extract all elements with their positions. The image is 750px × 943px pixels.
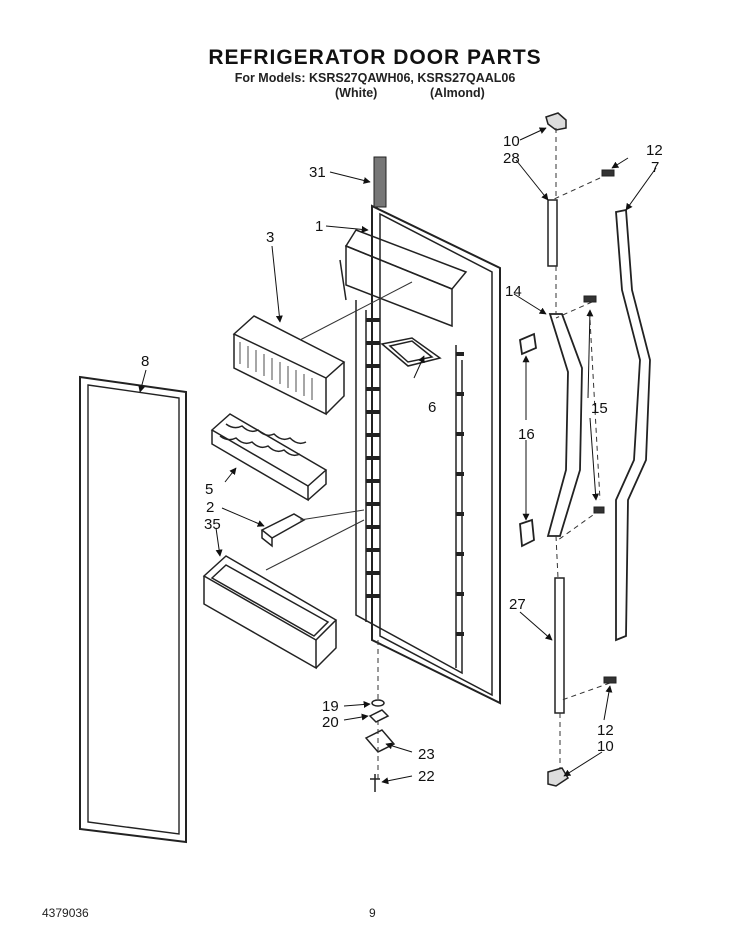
callout-labels: 10 28 12 7 31 1 3 14 6 8 16 15 5 2 35 27… bbox=[141, 133, 663, 785]
callout-14: 14 bbox=[505, 283, 522, 300]
callout-20: 20 bbox=[322, 714, 339, 731]
dairy-compartment bbox=[232, 315, 346, 416]
door-bin bbox=[202, 555, 338, 670]
egg-tray bbox=[210, 413, 328, 502]
callout-arrows bbox=[138, 127, 657, 785]
handle-trim bbox=[615, 208, 651, 642]
model-list: For Models: KSRS27QAWH06, KSRS27QAAL06 bbox=[234, 71, 516, 85]
shelf-clip bbox=[260, 513, 306, 548]
liner-shelf-ribs bbox=[366, 318, 464, 636]
callout-16: 16 bbox=[518, 426, 535, 443]
callout-28: 28 bbox=[503, 150, 520, 167]
bottom-hinge-parts bbox=[364, 699, 396, 792]
top-bar bbox=[373, 156, 387, 208]
door-gasket bbox=[79, 375, 187, 844]
callout-27: 27 bbox=[509, 596, 526, 613]
callout-8: 8 bbox=[141, 353, 149, 370]
page-number: 9 bbox=[369, 906, 376, 920]
variant-white-label: (White) bbox=[335, 86, 378, 100]
leader-lines bbox=[265, 281, 413, 571]
callout-15: 15 bbox=[591, 400, 608, 417]
callout-19: 19 bbox=[322, 698, 339, 715]
callout-3: 3 bbox=[266, 229, 274, 246]
callout-1: 1 bbox=[315, 218, 323, 235]
callout-22: 22 bbox=[418, 768, 435, 785]
document-number: 4379036 bbox=[42, 906, 89, 920]
callout-2: 2 bbox=[206, 499, 214, 516]
hinge-brackets bbox=[545, 112, 570, 787]
callout-6: 6 bbox=[428, 399, 436, 416]
door-liner bbox=[339, 204, 501, 705]
variant-almond-label: (Almond) bbox=[430, 86, 485, 100]
screws bbox=[583, 169, 617, 684]
callout-12-top: 12 bbox=[646, 142, 663, 159]
callout-35: 35 bbox=[204, 516, 221, 533]
dairy-door bbox=[380, 337, 442, 367]
alignment-lines bbox=[377, 128, 611, 780]
callout-12-bottom: 12 bbox=[597, 722, 614, 739]
callout-10-top: 10 bbox=[503, 133, 520, 150]
page-title: REFRIGERATOR DOOR PARTS bbox=[208, 46, 542, 69]
callout-7: 7 bbox=[651, 159, 659, 176]
callout-23: 23 bbox=[418, 746, 435, 763]
door-handle bbox=[519, 313, 583, 548]
callout-10-bottom: 10 bbox=[597, 738, 614, 755]
callout-5: 5 bbox=[205, 481, 213, 498]
callout-31: 31 bbox=[309, 164, 326, 181]
